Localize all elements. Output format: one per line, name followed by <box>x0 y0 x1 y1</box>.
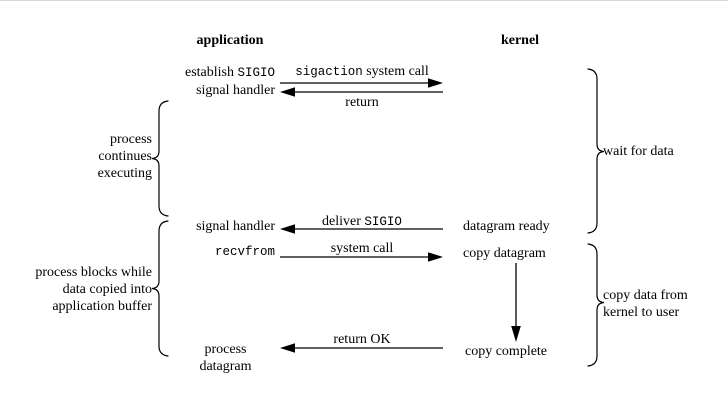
brace-label-line: application buffer <box>52 299 152 314</box>
signal-handler-label: signal handler <box>196 219 275 234</box>
brace-label-line: continues <box>98 149 152 164</box>
arrow-return-ok <box>280 343 443 353</box>
sigio-mono-text: SIGIO <box>237 66 275 80</box>
return-ok-label: return OK <box>333 332 391 347</box>
copy-datagram-label: copy datagram <box>463 246 546 261</box>
brace-process-continues-executing <box>151 100 169 217</box>
return-label: return <box>345 95 379 110</box>
brace-process-blocks-while-data-copied <box>151 220 169 357</box>
system-call-text: system call <box>362 64 429 79</box>
column-header-kernel: kernel <box>500 33 540 48</box>
sigaction-mono-text: sigaction <box>295 65 363 79</box>
establish-sigio-signal-handler-label: establish SIGIO signal handler <box>70 64 275 99</box>
arrow-copy-datagram-to-copy-complete <box>511 263 521 342</box>
arrow-deliver-sigio <box>280 224 443 234</box>
copy-data-from-kernel-to-user-label: copy data from kernel to user <box>603 287 688 321</box>
sigio-deliver-mono-text: SIGIO <box>364 215 402 229</box>
system-call-label: system call <box>330 241 394 256</box>
establish-text: establish <box>184 65 238 80</box>
process-datagram-label: process datagram <box>168 341 283 375</box>
copy-complete-label: copy complete <box>465 344 548 359</box>
brace-wait-for-data <box>587 68 605 234</box>
brace-copy-data-from-kernel-to-user <box>587 243 605 367</box>
process-continues-executing-label: process continues executing <box>30 131 152 182</box>
brace-label-line: process blocks while <box>35 265 152 280</box>
brace-label-line: copy data from <box>603 288 688 303</box>
wait-for-data-label: wait for data <box>603 144 674 159</box>
process-blocks-while-data-copied-label: process blocks while data copied into ap… <box>8 264 152 315</box>
deliver-text: deliver <box>322 214 365 229</box>
process-datagram-line2: datagram <box>199 359 252 374</box>
deliver-sigio-label: deliver SIGIO <box>278 213 446 231</box>
brace-label-line: executing <box>97 166 152 181</box>
arrow-system-call <box>280 252 443 262</box>
column-header-application: application <box>196 33 264 48</box>
signal-handler-line2: signal handler <box>196 83 275 98</box>
process-datagram-line1: process <box>204 342 247 357</box>
datagram-ready-label: datagram ready <box>463 219 550 234</box>
arrow-sigaction-system-call <box>280 78 443 88</box>
recvfrom-label: recvfrom <box>214 245 275 259</box>
brace-label-line: data copied into <box>62 282 152 297</box>
arrow-return <box>280 87 443 97</box>
brace-label-line: process <box>110 132 152 147</box>
sigaction-system-call-label: sigaction system call <box>278 63 446 81</box>
brace-label-line: kernel to user <box>603 305 680 320</box>
